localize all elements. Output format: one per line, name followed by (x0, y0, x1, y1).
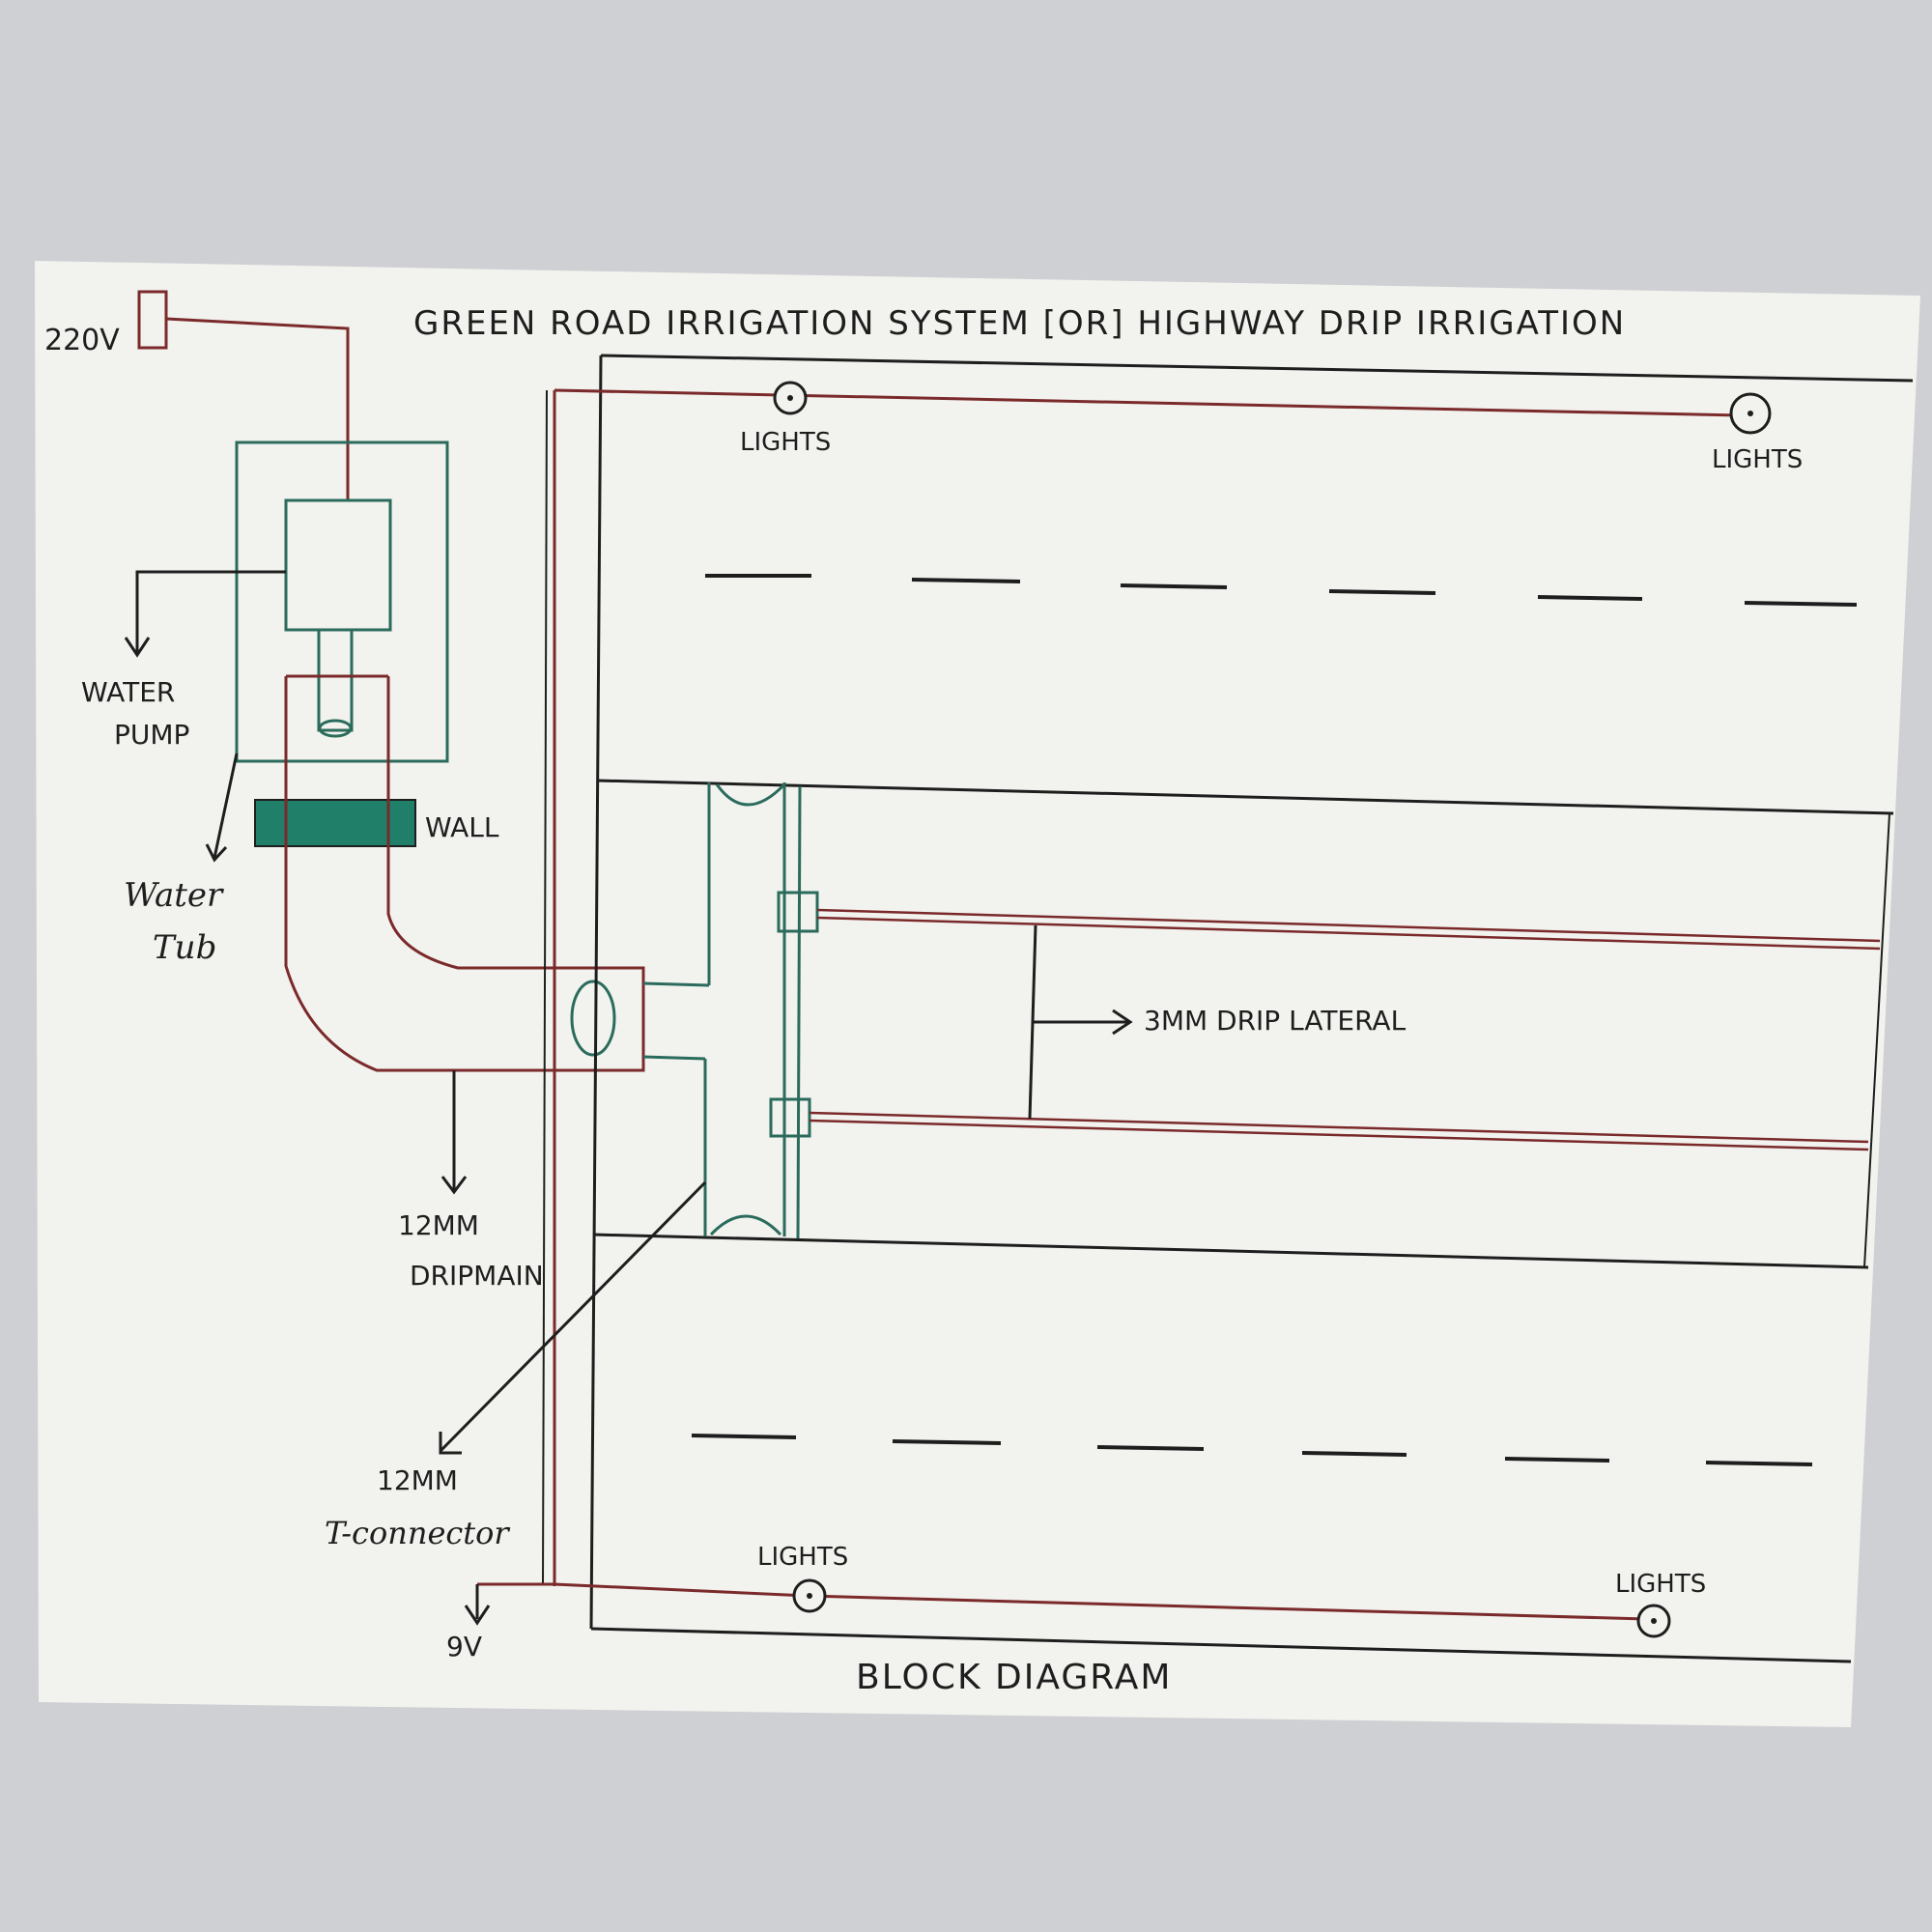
diagram-footer: BLOCK DIAGRAM (856, 1658, 1172, 1697)
lateral-connector-lower (769, 1097, 811, 1138)
water-tub-arrowhead (205, 843, 228, 863)
drip-lateral-upper (816, 908, 1881, 951)
road-median-bottom (592, 1233, 1869, 1269)
drip-main-label-2: DRIPMAIN (410, 1260, 544, 1292)
pump-outlet-mouth (318, 719, 353, 738)
t-connector-label-2: T-connector (325, 1515, 510, 1551)
median-right-edge (1863, 812, 1890, 1268)
top-lane-markings (705, 574, 1858, 607)
water-tub-label-2: Tub (153, 928, 216, 967)
t-connector-label-1: 12MM (377, 1464, 458, 1496)
diagram-title: GREEN ROAD IRRIGATION SYSTEM [OR] HIGHWA… (413, 304, 1626, 343)
paper-sheet (35, 261, 1920, 1727)
t-connector-arrowhead (439, 1432, 462, 1455)
pump-outlet (317, 628, 354, 732)
wall-label: WALL (425, 811, 499, 843)
water-pump-pointer (135, 570, 286, 653)
pipe-opening (570, 980, 616, 1057)
drip-lateral-label: 3MM DRIP LATERAL (1144, 1005, 1406, 1037)
water-tub-label-1: Water (124, 876, 224, 915)
light-top-left-label: LIGHTS (740, 428, 831, 457)
drip-lateral-bracket (1028, 924, 1037, 1120)
drip-main-arrowhead (440, 1176, 468, 1195)
road-median-top (596, 779, 1894, 815)
light-wire-top (554, 388, 1742, 417)
wall (254, 799, 416, 847)
bottom-lane-markings (691, 1434, 1813, 1466)
supply-9v-label: 9V (446, 1631, 482, 1662)
drip-lateral-lower (809, 1111, 1869, 1151)
water-pump-label-1: WATER (81, 676, 175, 708)
road-bottom-edge (590, 1627, 1852, 1663)
water-pump-arrowhead (124, 637, 151, 658)
water-tub (235, 440, 449, 763)
t-connector (642, 782, 802, 1239)
water-tub-pointer (213, 753, 239, 859)
drip-main-label-1: 12MM (398, 1209, 479, 1241)
road-top-edge (600, 354, 1914, 383)
t-connector-pointer (439, 1180, 707, 1453)
wire-vertical-left (542, 389, 548, 1585)
drip-main-pipe-outer (284, 676, 645, 1072)
light-bottom-right-label: LIGHTS (1615, 1570, 1706, 1599)
water-pump-label-2: PUMP (114, 719, 189, 751)
light-bottom-left-label: LIGHTS (757, 1543, 848, 1572)
light-top-right-label: LIGHTS (1712, 445, 1803, 474)
supply-220v-label: 220V (44, 324, 120, 357)
supply-9v-arrowhead (464, 1605, 491, 1626)
lateral-connector-upper (777, 891, 819, 933)
wire-black-vertical (589, 355, 603, 1630)
drip-lateral-arrowhead (1112, 1009, 1133, 1036)
light-wire-bottom (477, 1582, 1647, 1621)
